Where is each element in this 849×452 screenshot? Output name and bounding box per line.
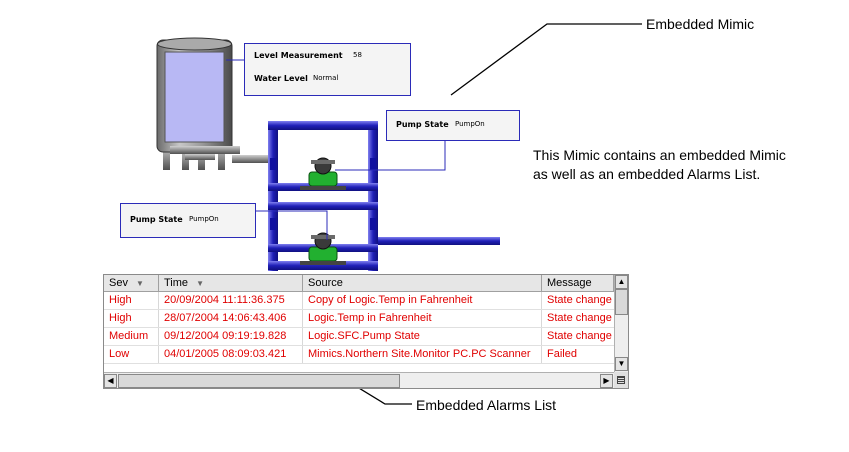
alarm-sev: Low bbox=[104, 346, 159, 363]
list-options-icon[interactable] bbox=[614, 372, 628, 388]
scroll-down-arrow-icon[interactable]: ▼ bbox=[615, 357, 628, 371]
scroll-right-arrow-icon[interactable]: ▶ bbox=[600, 374, 613, 388]
pump-bottom-state-label: Pump State bbox=[130, 215, 183, 224]
alarm-message: State change bbox=[547, 312, 612, 324]
pump-top-state-value: PumpOn bbox=[455, 120, 485, 128]
description-line-1: This Mimic contains an embedded Mimic bbox=[533, 147, 786, 163]
pump-top-icon bbox=[300, 157, 346, 190]
pump-top-info-box: Pump State PumpOn bbox=[386, 110, 520, 141]
alarm-row[interactable]: High 28/07/2004 14:06:43.406 Logic.Temp … bbox=[104, 310, 614, 328]
description-line-2: as well as an embedded Alarms List. bbox=[533, 166, 761, 182]
alarm-source: Mimics.Northern Site.Monitor PC.PC Scann… bbox=[303, 346, 542, 363]
scroll-up-arrow-icon[interactable]: ▲ bbox=[615, 275, 628, 289]
column-header-sev[interactable]: Sev ▼ bbox=[104, 275, 159, 292]
pump-bottom-info-box: Pump State PumpOn bbox=[120, 203, 256, 238]
alarm-sev: Medium bbox=[104, 328, 159, 345]
alarm-source: Copy of Logic.Temp in Fahrenheit bbox=[303, 292, 542, 309]
water-level-label: Water Level bbox=[254, 74, 308, 83]
scroll-left-arrow-icon[interactable]: ◀ bbox=[104, 374, 117, 388]
alarm-row[interactable]: Medium 09/12/2004 09:19:19.828 Logic.SFC… bbox=[104, 328, 614, 346]
water-level-value: Normal bbox=[313, 74, 339, 82]
description-text: This Mimic contains an embedded Mimic as… bbox=[533, 146, 786, 184]
level-measurement-label: Level Measurement bbox=[254, 51, 343, 60]
sort-arrow-icon: ▼ bbox=[196, 279, 205, 288]
pump-bottom-state-value: PumpOn bbox=[189, 215, 219, 223]
alarm-message: State change bbox=[547, 294, 612, 306]
vertical-scroll-thumb[interactable] bbox=[615, 289, 628, 315]
horizontal-scroll-thumb[interactable] bbox=[118, 374, 400, 388]
alarm-sev: High bbox=[104, 310, 159, 327]
column-header-time[interactable]: Time ▼ bbox=[159, 275, 303, 292]
alarm-source: Logic.Temp in Fahrenheit bbox=[303, 310, 542, 327]
pump-bottom-icon bbox=[300, 232, 346, 265]
tank-info-box: Level Measurement 58 Water Level Normal bbox=[244, 43, 411, 96]
alarm-time: 20/09/2004 11:11:36.375 bbox=[159, 292, 303, 309]
pipe-network bbox=[268, 121, 500, 271]
alarm-source: Logic.SFC.Pump State bbox=[303, 328, 542, 345]
column-header-message[interactable]: Message bbox=[542, 275, 614, 292]
embedded-alarms-list[interactable]: Sev ▼ Time ▼ Source Message High 20/09/2… bbox=[103, 274, 629, 389]
vertical-scrollbar[interactable]: ▲ ▼ bbox=[614, 275, 628, 372]
alarm-message: Failed bbox=[547, 348, 577, 360]
alarm-row[interactable]: Low 04/01/2005 08:09:03.421 Mimics.North… bbox=[104, 346, 614, 364]
storage-tank-icon bbox=[156, 37, 240, 170]
pump-top-state-label: Pump State bbox=[396, 120, 449, 129]
alarm-time: 28/07/2004 14:06:43.406 bbox=[159, 310, 303, 327]
outlet-pipe bbox=[232, 155, 270, 163]
alarm-time: 04/01/2005 08:09:03.421 bbox=[159, 346, 303, 363]
column-header-source[interactable]: Source bbox=[303, 275, 542, 292]
callout-embedded-alarms-list: Embedded Alarms List bbox=[416, 397, 557, 413]
alarm-sev: High bbox=[104, 292, 159, 309]
alarm-time: 09/12/2004 09:19:19.828 bbox=[159, 328, 303, 345]
alarm-row[interactable]: High 20/09/2004 11:11:36.375 Copy of Log… bbox=[104, 292, 614, 310]
alarm-message: State change bbox=[547, 330, 612, 342]
callout-embedded-mimic: Embedded Mimic bbox=[646, 16, 755, 32]
sort-arrow-icon: ▼ bbox=[136, 279, 144, 288]
level-measurement-value: 58 bbox=[353, 51, 362, 59]
horizontal-scrollbar[interactable]: ◀ ▶ bbox=[104, 372, 614, 388]
